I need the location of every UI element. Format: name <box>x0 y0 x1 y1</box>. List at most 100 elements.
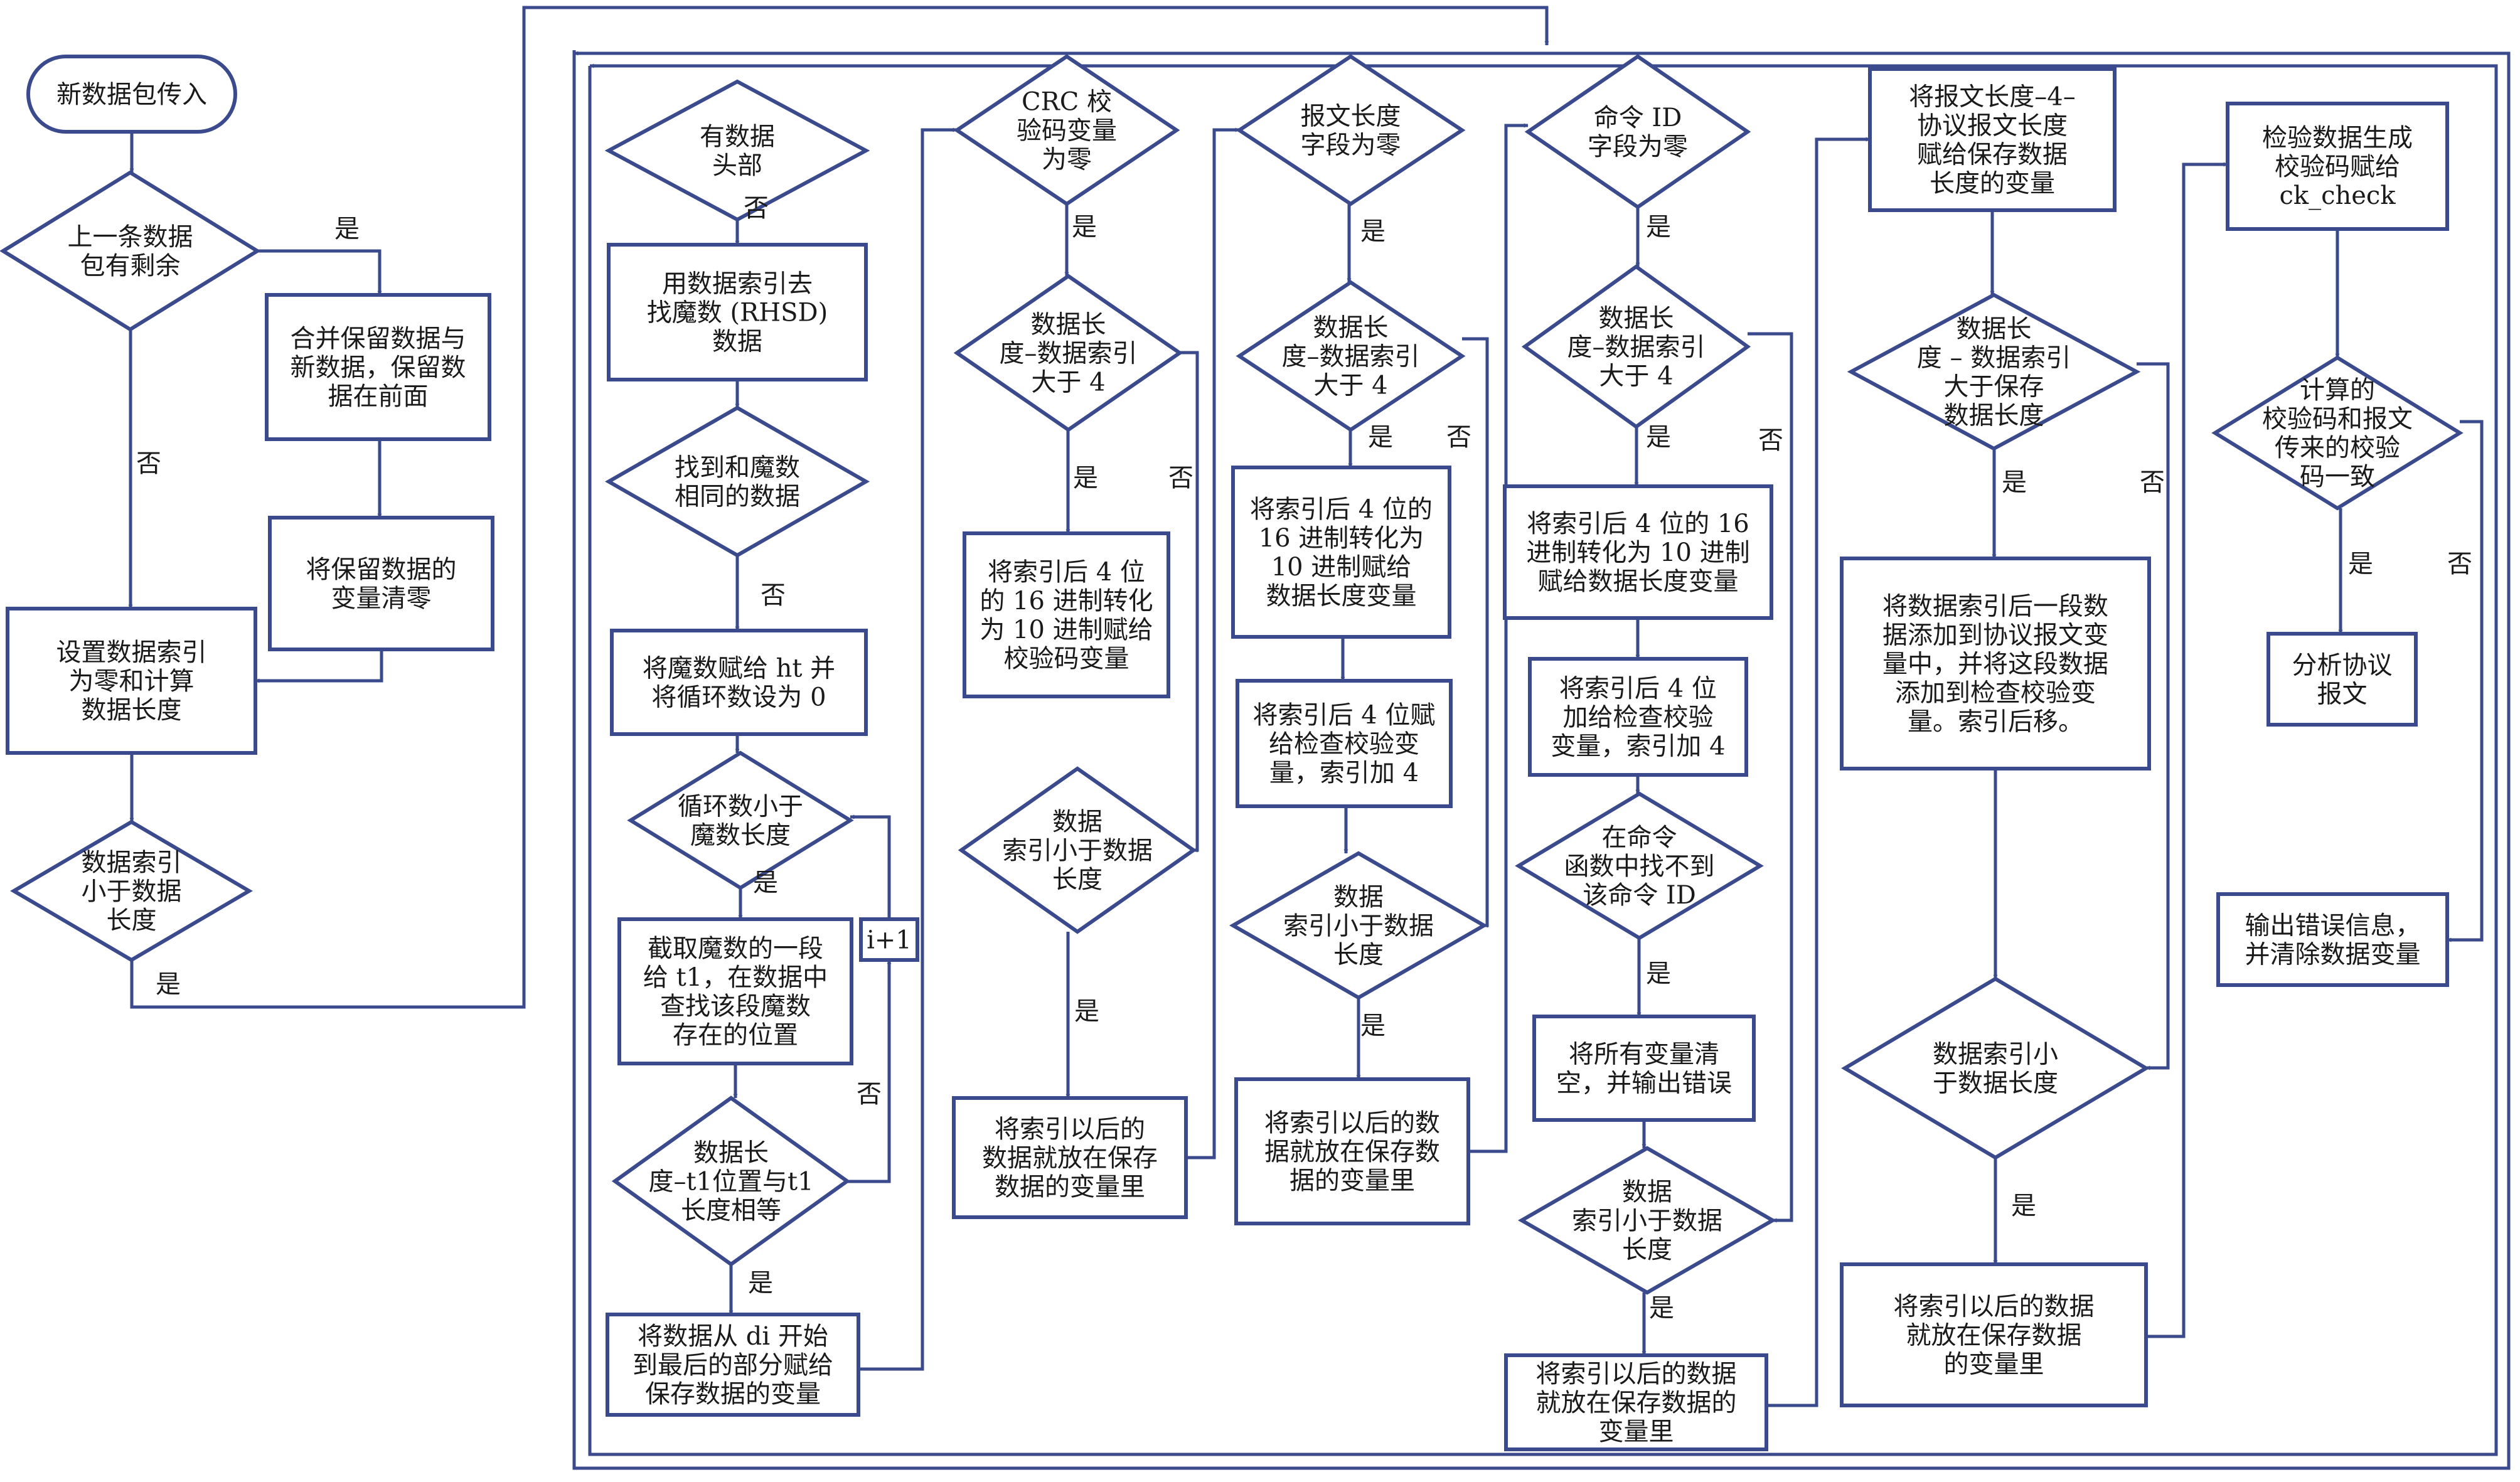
node-text-line: 索引小于数据 <box>1002 836 1153 865</box>
nodes: 新数据包传入上一条数据包有剩余合并保留数据与新数据，保留数据在前面将保留数据的变… <box>0 54 2464 1451</box>
node-text-line: 传来的校验 <box>2275 434 2400 462</box>
node-text-line: 大于 4 <box>1031 368 1105 397</box>
branch-label: 是 <box>1646 423 1671 452</box>
node-text-line: 命令 ID <box>1594 104 1682 132</box>
node-text-line: 魔数长度 <box>690 821 791 850</box>
node-text-line: 将魔数赋给 ht 并 <box>643 654 835 683</box>
node-text-line: 将报文长度–4– <box>1909 83 2075 112</box>
node-text-line: 16 进制转化为 <box>1259 524 1424 553</box>
branch-label: 否 <box>744 194 769 223</box>
branch-label: 是 <box>1646 213 1671 242</box>
branch-label: 是 <box>1360 1011 1385 1040</box>
node-text-line: 函数中找不到 <box>1564 852 1715 881</box>
node-text-line: 将索引以后的 <box>995 1115 1145 1144</box>
node-text-line: 赋给数据长度变量 <box>1538 567 1739 596</box>
node-text-line: 报文 <box>2317 680 2368 709</box>
node-text-line: 量。索引后移。 <box>1908 708 2083 737</box>
branch-label: 是 <box>1074 997 1099 1026</box>
connector-arrow <box>130 6 1549 1009</box>
node-text-line: 度–t1位置与t1 <box>648 1168 813 1197</box>
connector-arrow <box>255 649 383 683</box>
node-text-line: 将索引后 4 位 <box>988 558 1145 587</box>
node-text-line: 据在前面 <box>328 382 429 411</box>
node-text-line: 报文长度 <box>1301 102 1401 131</box>
branch-label: 是 <box>2011 1191 2036 1220</box>
node-text-line: 合并保留数据与 <box>291 324 466 353</box>
node-text-line: 码一致 <box>2300 462 2375 491</box>
node-text-line: 据的变量里 <box>1289 1166 1415 1195</box>
branch-label: 否 <box>761 581 786 610</box>
node-text-line: 字段为零 <box>1588 132 1688 161</box>
node-text-line: 将索引后 4 位的 16 <box>1527 509 1749 538</box>
connector-arrow <box>1748 332 1793 1223</box>
node-text-line: CRC 校 <box>1022 88 1112 117</box>
node-text-line: 数据长 <box>1957 315 2032 344</box>
branch-label: 是 <box>1649 1294 1674 1323</box>
node-text-line: 长度 <box>1622 1235 1672 1264</box>
node-text-line: 度–数据索引 <box>1282 343 1420 371</box>
node-text-line: 将索引以后的数据 <box>1536 1360 1737 1389</box>
node-text-line: 校验码变量 <box>1004 644 1129 673</box>
connector-arrow <box>2447 420 2484 942</box>
node-text-line: 大于 4 <box>1599 362 1673 391</box>
node-text-line: 数据长 <box>1599 304 1674 333</box>
node-text-line: 变量清零 <box>331 584 432 613</box>
branch-label: 是 <box>156 970 181 999</box>
node-text-line: 数据的变量里 <box>995 1173 1145 1202</box>
connector-arrow <box>1186 127 1240 1159</box>
connector-arrow <box>847 959 892 1183</box>
node-text-line: 头部 <box>712 151 762 180</box>
node-text-line: 将保留数据的 <box>306 555 457 584</box>
node-text-line: 数据 <box>1622 1178 1672 1207</box>
node-text-line: 数据长度 <box>82 696 182 725</box>
node-text-line: 索引小于数据 <box>1283 912 1434 941</box>
node-text-line: 数据索引小 <box>1933 1040 2058 1069</box>
node-text-line: 长度 <box>107 906 157 935</box>
branch-label: 否 <box>857 1080 882 1109</box>
node-text-line: 长度 <box>1052 865 1102 894</box>
connector-arrow <box>2146 162 2228 1338</box>
node-text-line: 校验码和报文 <box>2262 405 2413 434</box>
node-text-line: 相同的数据 <box>675 482 800 511</box>
node-text-line: 变量，索引加 4 <box>1551 732 1725 761</box>
node-text-line: 在命令 <box>1602 823 1677 852</box>
node-text-line: 大于保存 <box>1944 373 2044 402</box>
node-text-line: 找魔数 (RHSD) <box>647 299 828 328</box>
branch-label: 否 <box>2140 468 2165 497</box>
node-text-line: 新数据，保留数 <box>291 353 466 382</box>
node-text-line: 输出错误信息， <box>2245 912 2421 941</box>
node-text-line: 量中，并将这段数据 <box>1882 650 2108 679</box>
connector-arrow <box>1180 351 1199 853</box>
node-text-line: 10 进制赋给 <box>1271 553 1412 582</box>
connector-arrow <box>572 50 2511 1470</box>
node-text-line: 分析协议 <box>2292 651 2393 680</box>
connector-arrow <box>257 249 382 296</box>
node-text-line: 查找该段魔数 <box>660 992 811 1021</box>
node-text-line: 添加到检查校验变 <box>1895 679 2096 708</box>
node-text-line: 为 10 进制赋给 <box>980 616 1153 644</box>
node-text-line: 数据长度变量 <box>1266 582 1417 610</box>
node-text-line: 给检查校验变 <box>1269 730 1419 759</box>
node-text-line: 数据就放在保存 <box>982 1144 1158 1173</box>
branch-label: 是 <box>2348 550 2373 578</box>
node-text-line: 数据 <box>712 328 762 356</box>
node-text-line: 验码变量 <box>1017 117 1117 146</box>
branch-label: 是 <box>1368 423 1393 452</box>
